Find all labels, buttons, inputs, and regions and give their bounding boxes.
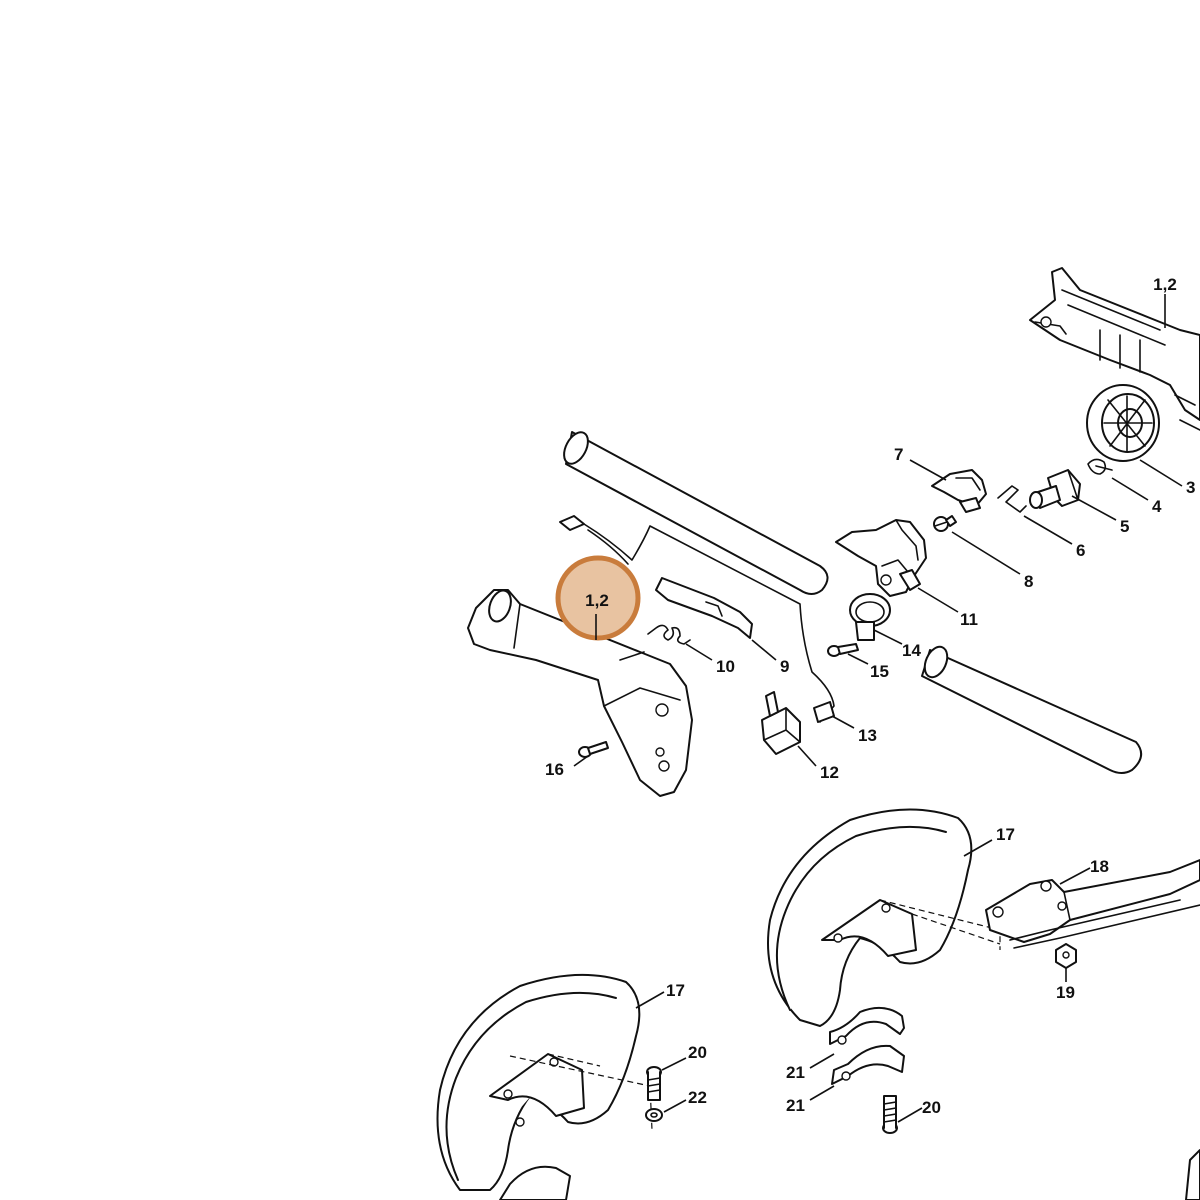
loop-handle-left-part [436,973,653,1191]
callout-11[interactable]: 11 [960,610,978,629]
bolt-right-part [882,1095,898,1134]
callout-21-upper[interactable]: 21 [786,1063,805,1082]
callout-20-left[interactable]: 20 [688,1043,707,1062]
lower-tube-part [921,645,1143,774]
clamp-partial-part [499,1165,571,1200]
callout-4[interactable]: 4 [1152,497,1162,516]
clamp-half-lower-part [831,1044,905,1085]
partial-part-bottom-right [1185,1149,1200,1200]
screw-16-part [578,741,609,758]
clamp-half-upper-part [829,1006,905,1045]
upper-tube-part [563,431,829,595]
callout-9[interactable]: 9 [780,657,789,676]
handle-housing-part [467,589,693,797]
callout-15[interactable]: 15 [870,662,889,681]
callout-21-lower[interactable]: 21 [786,1096,805,1115]
callout-16[interactable]: 16 [545,760,564,779]
spring-clip-part [997,485,1027,513]
throttle-trigger-part [835,519,927,597]
callout-14[interactable]: 14 [902,641,921,660]
leader-lines [573,294,1183,1123]
nut-part [1055,943,1077,969]
callout-12[interactable]: 12 [820,763,839,782]
switch-part [761,691,801,755]
upper-housing-part [1029,267,1200,431]
cable-part [559,515,835,723]
callout-3[interactable]: 3 [1186,478,1195,497]
loop-handle-right-part [767,808,1001,1027]
callout-8[interactable]: 8 [1024,572,1033,591]
callout-22[interactable]: 22 [688,1088,707,1107]
callout-1-2-top[interactable]: 1,2 [1153,275,1177,294]
callout-17-left[interactable]: 17 [666,981,685,1000]
clip-part [1087,458,1113,475]
highlight-badge[interactable]: 1,2 [555,555,641,641]
callout-6[interactable]: 6 [1076,541,1085,560]
callout-17-right[interactable]: 17 [996,825,1015,844]
bracket-part [1029,469,1081,509]
callout-7[interactable]: 7 [894,445,903,464]
callout-18[interactable]: 18 [1090,857,1109,876]
clamp-ring-part [849,593,891,641]
screw-15-part [827,643,859,657]
bracket-bar-part [985,859,1200,949]
bolt-left-part [646,1066,662,1101]
highlight-badge-label: 1,2 [585,591,609,610]
wheel-part [1086,384,1160,462]
washer-part [645,1108,663,1122]
callout-20-right[interactable]: 20 [922,1098,941,1117]
screw-8-part [933,515,957,532]
callout-5[interactable]: 5 [1120,517,1129,536]
callout-10[interactable]: 10 [716,657,735,676]
spring-part [647,624,691,645]
throttle-rod-part [655,577,753,639]
callout-13[interactable]: 13 [858,726,877,745]
callout-labels: 1,2 3 4 5 6 7 8 9 10 11 12 13 14 15 16 1… [545,275,1195,1117]
callout-19[interactable]: 19 [1056,983,1075,1002]
